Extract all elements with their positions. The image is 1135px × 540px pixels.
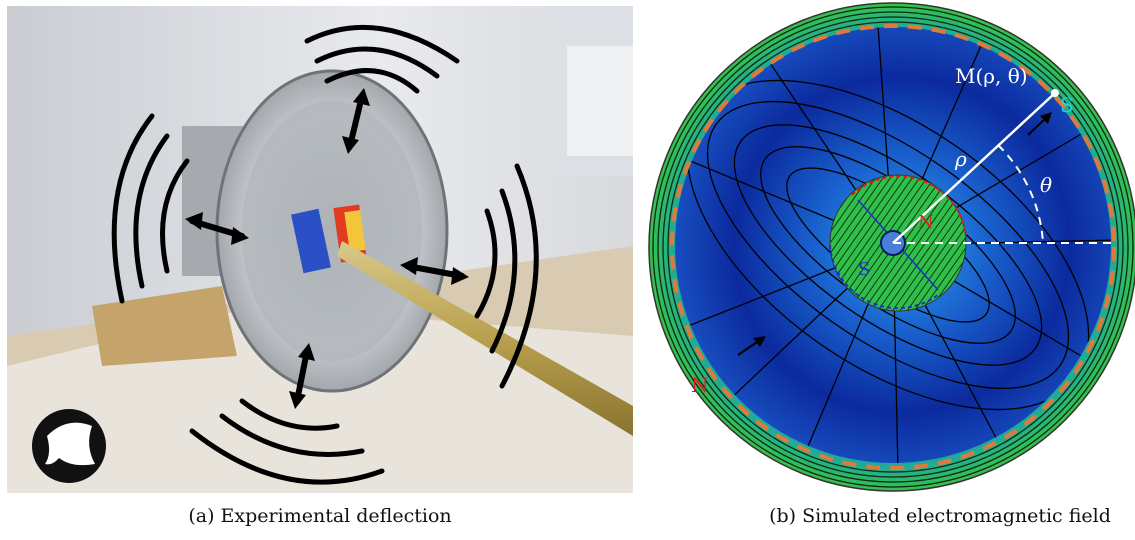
theta-label: θ (1040, 173, 1052, 197)
caption-b: (b) Simulated electromagnetic field (745, 505, 1135, 527)
outer-s-pole-label: S (1060, 93, 1074, 117)
caption-a: (a) Experimental deflection (170, 505, 470, 527)
experimental-photo (7, 6, 633, 493)
caption-b-prefix: (b) (769, 505, 797, 527)
point-label: M(ρ, θ) (955, 64, 1028, 88)
rho-label: ρ (954, 147, 967, 171)
field-simulation: M(ρ, θ) ρ θ S N N S (648, 2, 1135, 492)
inner-n-pole-label: N (918, 212, 934, 233)
inner-s-pole-label: S (858, 259, 870, 280)
outer-n-pole-label: N (691, 373, 709, 397)
caption-b-text: Simulated electromagnetic field (802, 505, 1111, 527)
simulation-panel: M(ρ, θ) ρ θ S N N S (648, 0, 1135, 495)
caption-a-prefix: (a) (188, 505, 215, 527)
caption-a-text: Experimental deflection (220, 505, 452, 527)
experimental-scene (7, 6, 633, 493)
